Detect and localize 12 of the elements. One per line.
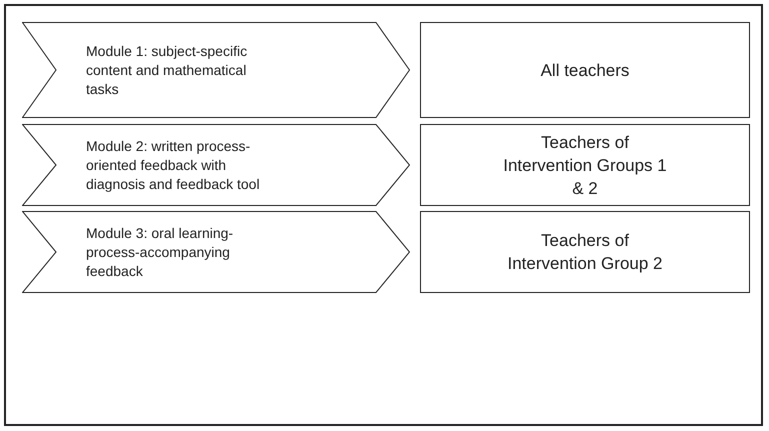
group-text: Teachers of Intervention Group 2	[506, 230, 664, 275]
group-text: All teachers	[540, 60, 630, 82]
module-text: Module 1: subject-specific content and mathematical tasks	[86, 42, 248, 98]
module-text: Module 3: oral learning-process-accompanying feedback	[86, 224, 234, 280]
process-box	[420, 124, 750, 206]
chevron-shape	[22, 211, 410, 293]
chevron-shape	[22, 124, 410, 206]
process-box	[420, 211, 750, 293]
chevron-shape	[22, 22, 410, 118]
process-box	[420, 22, 750, 118]
group-text: Teachers of Intervention Groups 1 & 2	[502, 132, 668, 200]
module-text: Module 2: written process-oriented feedback with diagnosis and feedback tool	[86, 136, 261, 194]
